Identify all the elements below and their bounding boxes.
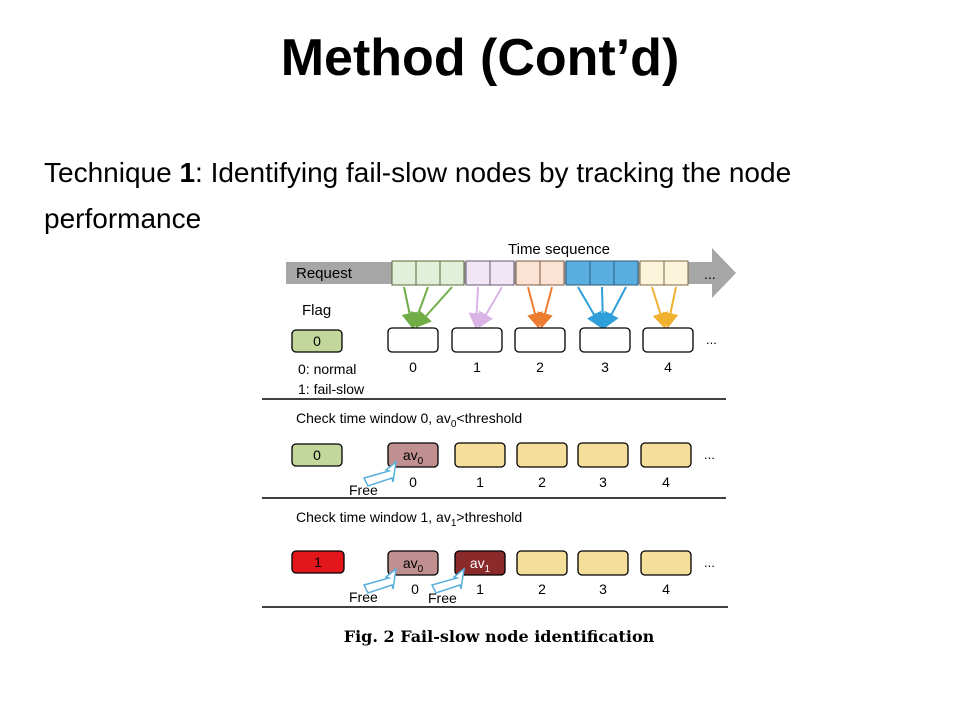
av-sub: 0 — [418, 456, 424, 467]
av0-label-window0: av0 — [403, 447, 424, 467]
node-av0-window1 — [387, 550, 439, 576]
time-sequence-label: Time sequence — [508, 241, 610, 258]
node-index: 0 — [409, 359, 417, 375]
av1-label-window1: av1 — [470, 555, 491, 575]
node-index: 1 — [473, 359, 481, 375]
node-index: 3 — [599, 581, 607, 597]
node-index: 2 — [536, 359, 544, 375]
window0-label-sub: 0 — [451, 419, 457, 430]
av-text: av — [470, 555, 485, 571]
node-indices-window1: 0 1 2 3 4 — [411, 581, 670, 597]
node-index: 4 — [664, 359, 672, 375]
request-ellipsis: ... — [704, 266, 716, 282]
request-slot — [663, 260, 689, 286]
av-text: av — [403, 447, 418, 463]
node-index: 1 — [476, 581, 484, 597]
node-index: 0 — [409, 474, 417, 490]
flag-value-window1: 1 — [314, 554, 322, 570]
node-box — [642, 327, 694, 353]
free-label-window0: Free — [349, 482, 378, 498]
flag-value-initial: 0 — [313, 333, 321, 349]
node-av1-window1 — [454, 550, 506, 576]
window0-label: Check time window 0, av0<threshold — [296, 410, 522, 430]
flag-label: Flag — [302, 302, 331, 319]
free-arrow-av0 — [362, 567, 398, 594]
av-sub: 1 — [485, 564, 491, 575]
request-slot — [391, 260, 417, 286]
window0-label-main: Check time window 0, av — [296, 410, 451, 426]
nodes-initial — [387, 327, 694, 353]
flag-box-initial — [291, 329, 343, 353]
request-slot — [489, 260, 515, 286]
nodes-ellipsis-initial: ... — [706, 332, 717, 347]
node-box — [454, 442, 506, 468]
technique-prefix: Technique — [44, 157, 180, 188]
node-box — [516, 442, 568, 468]
node-box — [640, 550, 692, 576]
window1-label-rest: >threshold — [456, 509, 522, 525]
technique-text: : Identifying fail-slow nodes by trackin… — [44, 157, 792, 234]
node-box — [577, 550, 629, 576]
node-index: 0 — [411, 581, 419, 597]
technique-paragraph: Technique 1: Identifying fail-slow nodes… — [44, 150, 924, 242]
technique-number: 1 — [179, 157, 196, 188]
request-slot — [639, 260, 665, 286]
request-slot — [465, 260, 491, 286]
node-box — [387, 327, 439, 353]
node-box — [640, 442, 692, 468]
node-index: 4 — [662, 474, 670, 490]
node-box — [516, 550, 568, 576]
free-label-av1: Free — [428, 590, 457, 606]
node-index: 3 — [601, 359, 609, 375]
node-index: 3 — [599, 474, 607, 490]
legend-normal: 0: normal — [298, 361, 356, 377]
legend-failslow: 1: fail-slow — [298, 381, 365, 397]
node-box — [577, 442, 629, 468]
node-index: 1 — [476, 474, 484, 490]
window1-label-sub: 1 — [451, 518, 457, 529]
nodes-window1 — [516, 550, 692, 576]
request-slots — [391, 260, 689, 286]
nodes-window0 — [454, 442, 692, 468]
flag-box-window0 — [291, 443, 343, 467]
node-av0-window0 — [387, 442, 439, 468]
nodes-ellipsis-window0: ... — [704, 447, 715, 462]
node-indices-initial: 0 1 2 3 4 — [409, 359, 672, 375]
window0-label-rest: <threshold — [456, 410, 522, 426]
free-arrow-av1 — [430, 567, 466, 594]
nodes-ellipsis-window1: ... — [704, 555, 715, 570]
mapping-arrows — [401, 286, 679, 329]
flag-value-window0: 0 — [313, 447, 321, 463]
request-slot — [515, 260, 541, 286]
av-text: av — [403, 555, 418, 571]
node-box — [514, 327, 566, 353]
av0-label-window1: av0 — [403, 555, 424, 575]
request-slot — [589, 260, 615, 286]
request-slot — [565, 260, 591, 286]
av-sub: 0 — [418, 564, 424, 575]
node-indices-window0: 0 1 2 3 4 — [409, 474, 670, 490]
request-slot — [613, 260, 639, 286]
window1-label: Check time window 1, av1>threshold — [296, 509, 522, 529]
free-label-av0: Free — [349, 589, 378, 605]
request-slot — [439, 260, 465, 286]
node-box — [451, 327, 503, 353]
flag-box-window1 — [291, 550, 345, 574]
figure-caption: Fig. 2 Fail-slow node identification — [344, 627, 655, 646]
window1-label-main: Check time window 1, av — [296, 509, 451, 525]
slide-title: Method (Cont’d) — [280, 29, 680, 87]
request-slot — [539, 260, 565, 286]
node-index: 4 — [662, 581, 670, 597]
node-index: 2 — [538, 474, 546, 490]
free-arrow-window0 — [362, 460, 398, 487]
node-index: 2 — [538, 581, 546, 597]
request-label: Request — [296, 265, 353, 282]
node-box — [579, 327, 631, 353]
request-slot — [415, 260, 441, 286]
